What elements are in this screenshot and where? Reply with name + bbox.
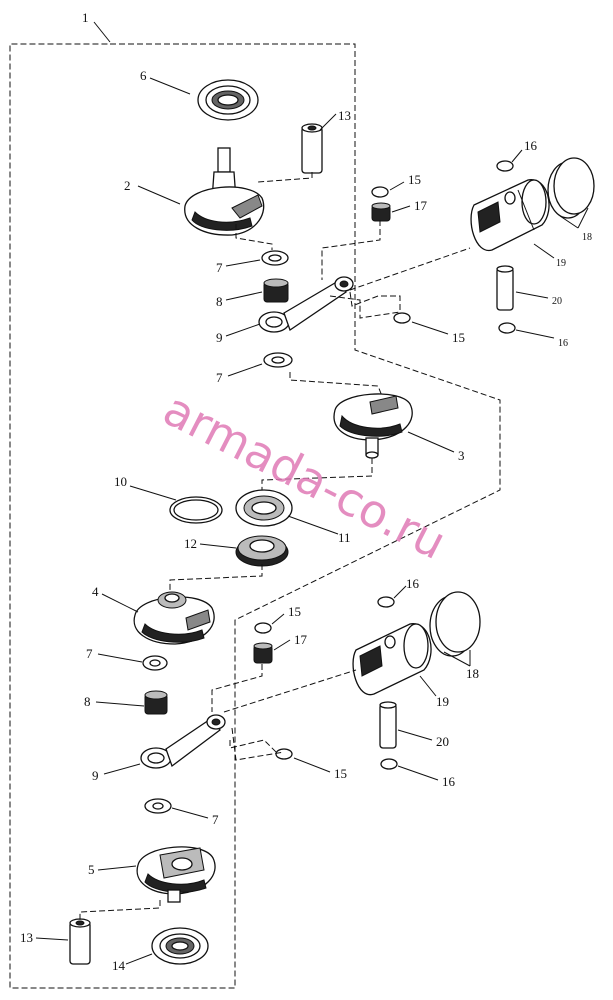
- callout-7-c: 7: [86, 646, 93, 661]
- callout-7-d: 7: [212, 812, 219, 827]
- callout-16-c: 16: [406, 576, 420, 591]
- part-17-needle-bearing-b: [253, 642, 273, 664]
- part-2-crank-half: [184, 147, 265, 236]
- part-19-piston-a: [470, 179, 550, 251]
- part-19-piston-b: [352, 623, 432, 696]
- part-10-circlip: [169, 496, 223, 524]
- callout-9-a: 9: [216, 330, 223, 345]
- callout-15-a: 15: [408, 172, 421, 187]
- callout-19-b: 19: [436, 694, 449, 709]
- callout-17-a: 17: [414, 198, 428, 213]
- part-15-ring-a: [371, 186, 389, 198]
- callout-16-a: 16: [524, 138, 538, 153]
- assembly-boundary: [9, 43, 501, 989]
- part-7-washer-a: [261, 250, 289, 266]
- part-13-pin-upper: [301, 123, 323, 174]
- part-9-connecting-rod-b: [140, 714, 226, 769]
- part-20-piston-pin-a: [496, 265, 514, 311]
- callout-8-a: 8: [216, 294, 223, 309]
- callout-7-b: 7: [216, 370, 223, 385]
- callout-18-a: 18: [582, 232, 592, 243]
- callout-20-a: 20: [552, 296, 562, 307]
- part-18-piston-rings-b: [429, 591, 481, 657]
- callout-16-d: 16: [442, 774, 456, 789]
- part-7-washer-b: [263, 352, 293, 368]
- callout-17-b: 17: [294, 632, 308, 647]
- part-8-needle-bearing-b: [144, 690, 168, 715]
- part-5-crank-half: [136, 846, 216, 903]
- callout-6: 6: [140, 68, 147, 83]
- callout-20-b: 20: [436, 734, 449, 749]
- callout-15-c: 15: [288, 604, 301, 619]
- part-7-washer-d: [144, 798, 172, 814]
- alignment-lines: [79, 172, 471, 920]
- part-12-seal: [235, 535, 289, 567]
- callout-8-b: 8: [84, 694, 91, 709]
- part-18-piston-rings-a: [547, 157, 595, 219]
- part-3-crank-disc: [333, 393, 413, 459]
- callout-2: 2: [124, 178, 131, 193]
- part-20-piston-pin-b: [379, 701, 397, 749]
- part-14-bearing: [151, 927, 209, 965]
- part-16-clip-c: [377, 596, 395, 608]
- part-15-ring-b: [393, 312, 411, 324]
- part-8-needle-bearing-a: [263, 278, 289, 303]
- callout-16-b: 16: [558, 338, 568, 349]
- part-16-clip-d: [380, 758, 398, 770]
- callout-7-a: 7: [216, 260, 223, 275]
- callout-19-a: 19: [556, 258, 566, 269]
- part-11-bearing: [235, 489, 293, 527]
- callout-11: 11: [338, 530, 351, 545]
- callout-1: 1: [82, 10, 89, 25]
- callout-labels: 1 6 13 2 7 8 9 15 17 16 18 19 20 16 15 7…: [20, 10, 592, 973]
- leader-lines: [35, 21, 589, 965]
- part-9-connecting-rod-a: [258, 276, 354, 333]
- callout-13-upper: 13: [338, 108, 351, 123]
- part-16-clip-a: [496, 160, 514, 172]
- part-13-pin-lower: [69, 918, 91, 965]
- callout-3: 3: [458, 448, 465, 463]
- callout-10: 10: [114, 474, 127, 489]
- callout-14: 14: [112, 958, 126, 973]
- callout-18-b: 18: [466, 666, 479, 681]
- callout-4: 4: [92, 584, 99, 599]
- part-15-ring-c: [254, 622, 272, 634]
- part-4-crank-half: [133, 591, 215, 645]
- callout-13-lower: 13: [20, 930, 33, 945]
- callout-15-b: 15: [452, 330, 465, 345]
- part-7-washer-c: [142, 655, 168, 671]
- part-6-bearing: [197, 79, 259, 121]
- part-17-needle-bearing-a: [371, 202, 391, 222]
- callout-15-d: 15: [334, 766, 347, 781]
- callout-9-b: 9: [92, 768, 99, 783]
- part-16-clip-b: [498, 322, 516, 334]
- callout-12: 12: [184, 536, 197, 551]
- callout-5: 5: [88, 862, 95, 877]
- part-15-ring-d: [275, 748, 293, 760]
